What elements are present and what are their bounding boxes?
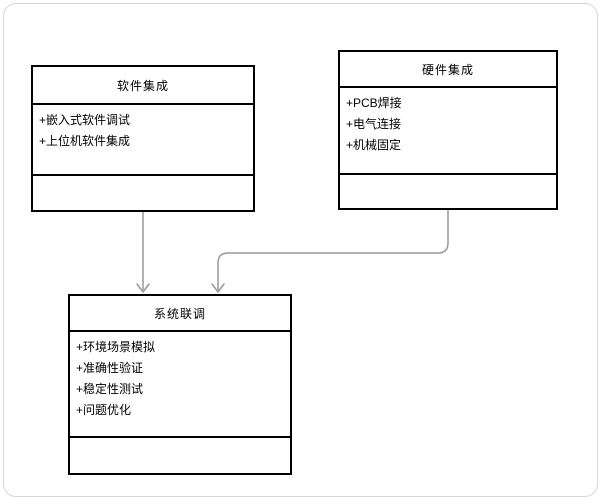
class-methods-empty — [340, 175, 556, 208]
attribute-item: +环境场景模拟 — [76, 340, 156, 354]
attribute-item: +上位机软件集成 — [39, 134, 131, 148]
class-title: 硬件集成 — [340, 52, 556, 88]
class-box-system-joint-debugging[interactable]: 系统联调 +环境场景模拟 +准确性验证 +稳定性测试 +问题优化 — [68, 294, 292, 475]
attribute-item: +机械固定 — [346, 138, 402, 152]
class-attributes: +嵌入式软件调试 +上位机软件集成 — [33, 105, 253, 176]
class-methods-empty — [70, 438, 290, 473]
class-box-hardware-integration[interactable]: 硬件集成 +PCB焊接 +电气连接 +机械固定 — [338, 50, 558, 210]
attribute-item: +嵌入式软件调试 — [39, 113, 131, 127]
attribute-item: +准确性验证 — [76, 361, 144, 375]
attribute-item: +PCB焊接 — [346, 96, 402, 110]
attribute-item: +问题优化 — [76, 403, 132, 417]
class-attributes: +环境场景模拟 +准确性验证 +稳定性测试 +问题优化 — [70, 332, 290, 438]
class-methods-empty — [33, 176, 253, 210]
attribute-item: +稳定性测试 — [76, 382, 144, 396]
class-title: 软件集成 — [33, 67, 253, 105]
attribute-item: +电气连接 — [346, 117, 402, 131]
class-title: 系统联调 — [70, 296, 290, 332]
class-box-software-integration[interactable]: 软件集成 +嵌入式软件调试 +上位机软件集成 — [31, 65, 255, 212]
class-attributes: +PCB焊接 +电气连接 +机械固定 — [340, 88, 556, 175]
